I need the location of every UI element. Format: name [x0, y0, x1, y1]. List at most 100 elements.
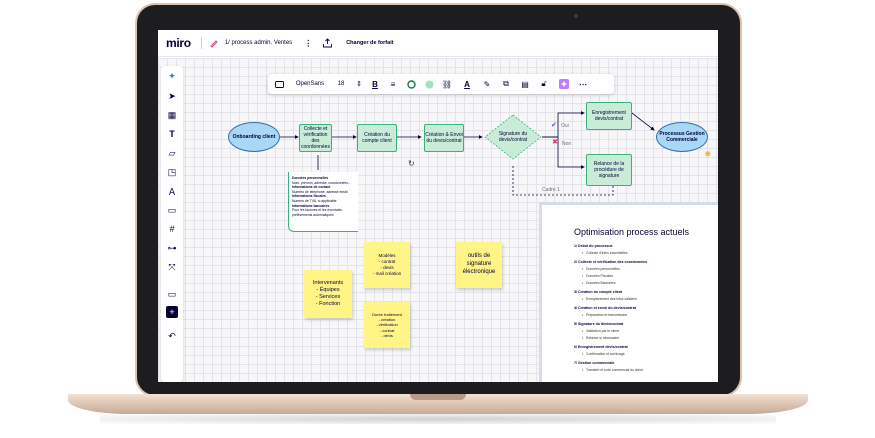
border-icon[interactable] — [402, 74, 420, 94]
doc-section-heading: 5/ Signature du devis/contrat — [574, 322, 624, 326]
sticky-note-icon[interactable]: ▱ — [168, 147, 176, 158]
shape-icon[interactable] — [268, 74, 290, 94]
node-collecte[interactable]: Collecte et vérification des coordonnées — [299, 124, 332, 152]
node-enregistrement[interactable]: Enregistrement devis/contrat — [586, 102, 632, 130]
text-color-icon[interactable]: A — [464, 79, 470, 89]
export-icon[interactable] — [322, 38, 333, 48]
select-icon[interactable]: ➤ — [168, 90, 176, 101]
board-menu-icon[interactable]: ⋮ — [304, 38, 313, 48]
bold-icon[interactable]: B — [372, 79, 378, 89]
document-title: Optimisation process actuels — [574, 227, 690, 237]
note-line: Numéro de TVA, si applicable — [292, 198, 337, 203]
doc-section-heading: 7/ Gestion commerciale — [574, 361, 615, 365]
doc-list-item: Données Bancaires — [582, 281, 616, 285]
divider — [200, 37, 202, 49]
rotate-icon[interactable]: ↻ — [408, 159, 415, 168]
pen-icon[interactable]: Ａ — [167, 186, 177, 197]
note-line: Numéro de téléphone, adresse email — [292, 189, 348, 194]
fill-icon[interactable] — [420, 74, 438, 94]
laptop-base — [68, 394, 808, 414]
doc-list-item: Validation par le client — [582, 329, 619, 333]
undo-icon[interactable]: ↶ — [168, 330, 176, 341]
cross-icon: ✖ — [552, 139, 558, 146]
document-panel[interactable]: Optimisation process actuels 1/ Début du… — [542, 205, 718, 382]
sticky-intervenants[interactable]: Intervenants - Équipes - Services - Fonc… — [304, 270, 352, 318]
doc-list-item: Données Fiscales — [582, 274, 613, 278]
delete-icon[interactable]: ▤ — [521, 79, 529, 89]
plus-icon[interactable]: + — [166, 306, 178, 318]
sticky-duree[interactable]: Durée traitement - création - vérificati… — [364, 302, 410, 348]
align-icon[interactable]: ≡ — [390, 79, 396, 89]
doc-section-heading: 1/ Début du processus — [574, 244, 613, 248]
doc-list-item: Enregistrement des infos validées — [582, 297, 637, 301]
connect-icon[interactable]: ⤧ — [168, 261, 176, 272]
doc-list-item: Confirmation et archivage — [582, 352, 625, 356]
comment-icon[interactable]: ▭ — [167, 204, 177, 215]
more-tools-icon[interactable]: ▭ — [167, 288, 177, 299]
doc-list-item: Données personnelles — [582, 267, 620, 271]
connectors — [280, 111, 655, 196]
star-icon: ✸ — [704, 149, 712, 159]
size-stepper-icon[interactable]: ⇕ — [356, 81, 362, 88]
node-creation-devis[interactable]: Création & Envoi du devis/contrat — [424, 124, 464, 152]
format-toolbar: OpenSans 18 ⇕ B ≡ ⛓ A ✎ ⧉ ▤ 🔓︎ ⋯ — [268, 74, 614, 94]
sparkle-icon[interactable]: ✦ — [168, 70, 176, 81]
duplicate-icon[interactable]: ⧉ — [503, 79, 509, 88]
sticky-outils[interactable]: outils de signature électronique — [456, 242, 502, 288]
doc-section-heading: 4/ Création et envoi du devis/contrat — [574, 306, 636, 310]
board-title[interactable]: 1/ process admin. Ventes — [224, 40, 293, 46]
shapes-icon[interactable]: ◳ — [167, 166, 177, 177]
doc-list-item: Collecte d'infos essentielles — [582, 251, 628, 255]
label-oui: Oui — [561, 123, 569, 129]
mindmap-icon[interactable]: ⊶ — [167, 242, 177, 253]
sticky-modeles[interactable]: Modèles - contrat - devis - mail créatio… — [364, 242, 410, 288]
note-line: Informations bancaires — [292, 203, 330, 208]
frame-dashed-line — [512, 164, 614, 196]
note-line: prélèvements automatiques — [292, 212, 334, 217]
note-line: Informations de contact — [292, 185, 331, 190]
doc-list-item: Préparation et transmission — [582, 313, 627, 317]
doc-section-heading: 3/ Création du compte client — [574, 290, 623, 294]
node-relance[interactable]: Relance de la procédure de signature — [586, 154, 632, 186]
edit-pen-icon[interactable] — [209, 38, 219, 48]
doc-section-heading: 6/ Enregistrement devis/contrat — [574, 345, 628, 349]
node-signature-label: Signature du devis/contrat — [498, 131, 528, 143]
text-icon[interactable]: T — [169, 129, 175, 139]
check-icon: ✔ — [551, 122, 557, 129]
note-line: Données personnelles — [292, 176, 329, 180]
doc-section-heading: 2/ Collecte et vérification des coordonn… — [574, 260, 648, 264]
change-plan-button[interactable]: Changer de forfait — [343, 38, 397, 48]
doc-list-item: Relance si nécessaire — [582, 336, 619, 340]
font-select[interactable]: OpenSans — [295, 81, 325, 87]
miro-logo[interactable]: miro — [166, 36, 191, 50]
camera-icon — [574, 14, 578, 18]
laptop-notch — [410, 394, 466, 400]
node-signature[interactable]: Signature du devis/contrat — [484, 114, 542, 160]
laptop-shadow — [100, 414, 776, 424]
top-bar: miro 1/ process admin. Ventes ⋮ Changer … — [158, 30, 718, 57]
font-size-select[interactable]: 18 — [337, 81, 345, 87]
more-icon[interactable]: ⋯ — [579, 79, 587, 89]
node-creation-compte[interactable]: Création du compte client — [357, 124, 397, 152]
doc-list-item: Transfert et suivi commercial du client — [582, 368, 643, 372]
note-line: Nom, prénom, adresse, coordonnées... — [292, 180, 351, 185]
table-icon[interactable]: ▦ — [167, 109, 177, 120]
highlight-icon[interactable]: ✎ — [483, 79, 491, 89]
ai-icon[interactable] — [554, 74, 574, 94]
left-toolbar: ✦ ➤ ▦ T ▱ ◳ Ａ ▭ # ⊶ ⤧ ▭ + ↶ — [161, 66, 183, 382]
decision-diamond — [484, 114, 542, 160]
note-line: Informations fiscales — [292, 194, 326, 199]
link-icon[interactable]: ⛓ — [441, 79, 453, 89]
connector-line — [631, 112, 655, 131]
node-processus[interactable]: Processus Gestion Commerciale — [656, 122, 708, 152]
notes-box[interactable]: Données personnelles Nom, prénom, adress… — [288, 172, 358, 232]
frame-label[interactable]: Cadre 1 — [542, 187, 560, 193]
miro-app-screen: miro 1/ process admin. Ventes ⋮ Changer … — [158, 30, 718, 382]
label-non: Non — [562, 141, 572, 147]
lock-icon[interactable]: 🔓︎ — [541, 79, 547, 88]
connector-non — [542, 136, 585, 169]
node-onboarding[interactable]: Onboarding client — [228, 122, 280, 152]
frame-icon[interactable]: # — [169, 224, 175, 234]
note-line: Pour les factures et les éventuels — [292, 208, 342, 213]
